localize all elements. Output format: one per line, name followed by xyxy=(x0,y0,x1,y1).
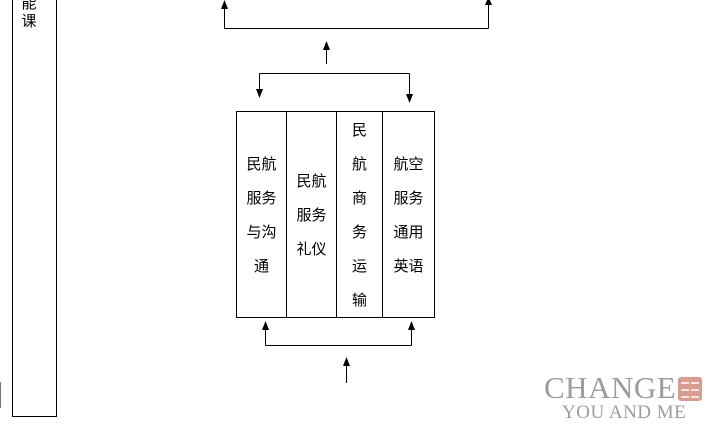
left-edge-mark xyxy=(0,382,1,408)
arrowhead-top-right xyxy=(485,0,492,5)
arrowhead-middle-up xyxy=(323,41,330,50)
course-label: 民航服务礼仪 xyxy=(296,171,327,258)
watermark-line2: YOU AND ME xyxy=(562,402,687,423)
course-box-aviation-english: 航空服务通用英语 xyxy=(382,111,435,318)
arrowhead-split-right xyxy=(406,94,413,103)
watermark-line1: CHANGE xyxy=(544,370,677,405)
course-box-commercial-transport: 民航商务运输 xyxy=(336,111,383,318)
course-label: 民航服务与沟通 xyxy=(246,154,277,275)
arrowhead-bottom-up xyxy=(343,357,350,366)
arrowhead-split-left xyxy=(256,89,263,98)
arrowhead-merge-right xyxy=(408,321,415,330)
course-box-service-communication: 民航服务与沟通 xyxy=(236,111,287,318)
arrowhead-top-left xyxy=(221,0,228,9)
sidebar-box xyxy=(12,0,57,417)
course-box-service-etiquette: 民航服务礼仪 xyxy=(286,111,337,318)
seal-icon xyxy=(678,377,702,401)
sidebar-label: 能课 xyxy=(21,0,37,30)
course-label: 民航商务运输 xyxy=(351,120,367,309)
watermark: CHANGE YOU AND ME xyxy=(538,372,708,432)
course-label: 航空服务通用英语 xyxy=(393,154,424,275)
arrowhead-merge-left xyxy=(262,321,269,330)
